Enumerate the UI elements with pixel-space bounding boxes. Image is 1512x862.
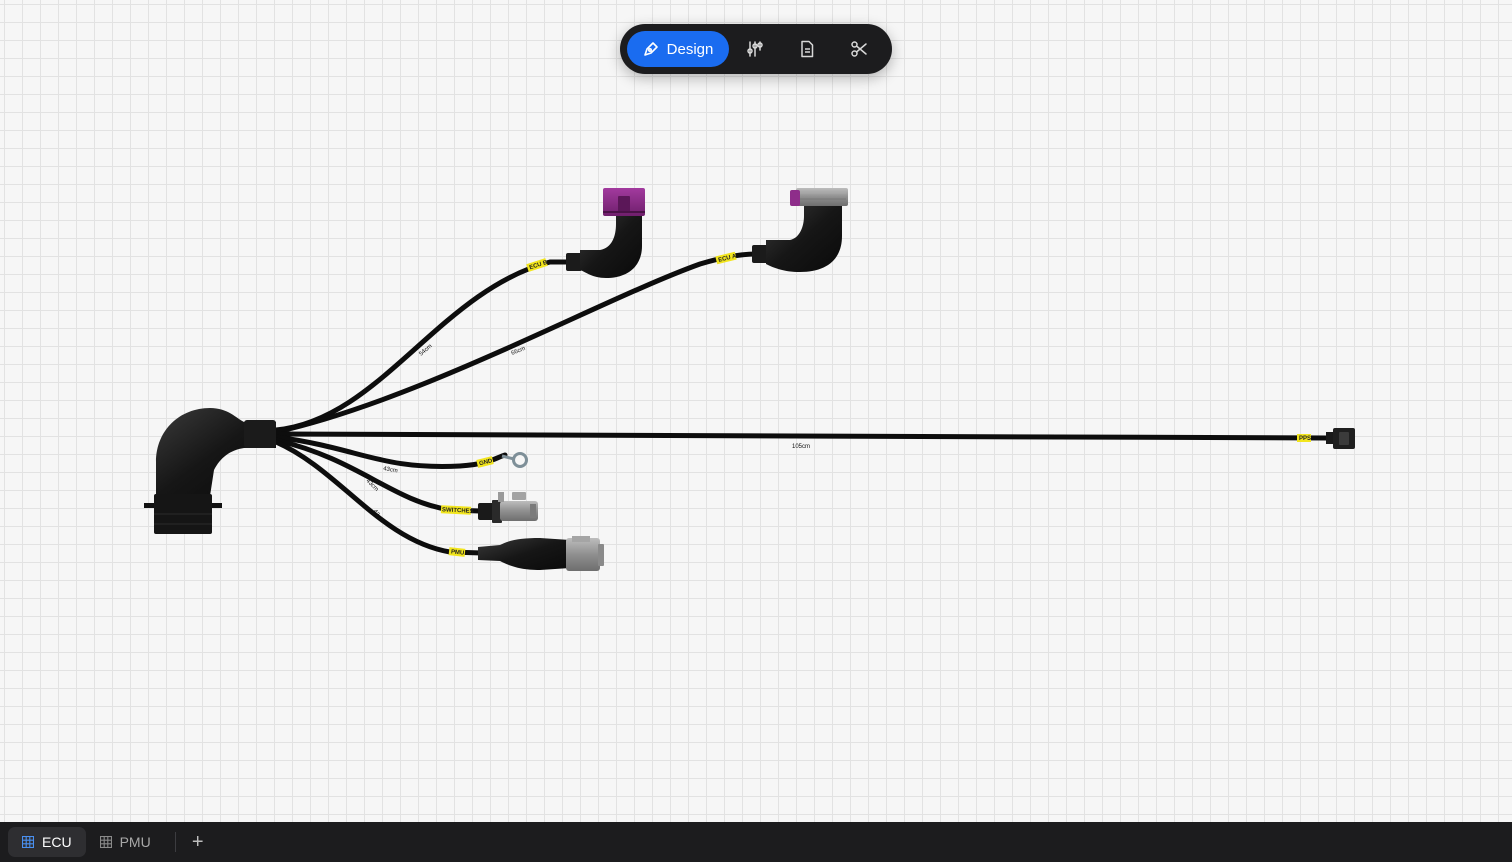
pmu-connector[interactable] [478,536,604,571]
mode-toolbar: Design [620,24,892,74]
cut-mode-button[interactable] [833,31,885,67]
wire-gnd[interactable] [273,434,508,469]
harness-canvas[interactable]: 54cm 66cm 105cm 43cm 43cm 43cm ECU B ECU… [0,0,1512,822]
tag-pps[interactable]: PPS [1297,434,1311,442]
wire-group [273,251,1331,556]
gnd-ring-terminal[interactable] [501,452,528,468]
sheet-tab-pmu-label: PMU [119,834,151,850]
segment-length-gnd: 43cm [383,466,398,474]
tag-ecu-b[interactable]: ECU B [526,258,549,272]
tag-ecu-a[interactable]: ECU A [715,251,738,265]
pps-connector[interactable] [1326,428,1355,449]
segment-length-pps: 105cm [792,444,810,450]
grid-icon [22,836,34,848]
tag-ecu-b-label: ECU B [529,260,549,272]
ecu-a-purple-lock [790,190,800,206]
tag-gnd-label: GND [479,458,494,467]
sheet-tab-ecu-label: ECU [42,834,72,850]
ecu-b-connector[interactable] [566,188,645,278]
main-boot-collar [244,420,276,448]
wire-pps[interactable] [273,431,1331,441]
settings-mode-button[interactable] [729,31,781,67]
ecu-a-connector[interactable] [752,188,848,272]
tag-ecu-a-label: ECU A [718,253,738,263]
plus-icon: + [191,831,204,853]
ecu-a-boot-collar [752,245,770,263]
sheet-tab-bar: ECU PMU + [0,822,1512,862]
tag-switches-label: SWITCHES [442,507,474,515]
pen-icon [643,42,658,56]
tag-switches[interactable]: SWITCHES [440,505,474,515]
document-icon [801,40,814,58]
add-sheet-button[interactable]: + [184,828,212,856]
tab-divider [174,832,176,852]
sheet-tab-pmu[interactable]: PMU [86,827,165,857]
ecu-a-housing [796,188,848,206]
wire-switches[interactable] [273,437,483,514]
ecu-b-boot-collar [566,253,582,271]
tag-pmu-label: PMU [451,549,465,556]
wire-ecu-b[interactable] [273,259,571,433]
scissors-icon [851,41,867,57]
design-mode-label: Design [666,40,714,58]
ecu-b-boot [580,212,642,278]
main-circular-connector[interactable] [144,408,276,534]
tag-gnd[interactable]: GND [476,456,494,468]
segment-length-pmu: 43cm [371,509,384,524]
harness-drawing: 54cm 66cm 105cm 43cm 43cm 43cm ECU B ECU… [144,188,1355,571]
wire-pmu[interactable] [273,439,485,556]
grid-icon [99,836,112,848]
tag-pmu[interactable]: PMU [448,547,466,557]
segment-length-ecu-a: 66cm [511,346,527,357]
tag-pps-label: PPS [1299,436,1311,442]
switches-connector[interactable] [478,492,538,523]
design-mode-button[interactable]: Design [627,31,729,67]
document-mode-button[interactable] [781,31,833,67]
sheet-tab-ecu[interactable]: ECU [8,827,86,857]
ecu-a-boot [766,204,842,272]
sliders-icon [747,41,763,57]
ecu-b-latch [618,196,630,212]
